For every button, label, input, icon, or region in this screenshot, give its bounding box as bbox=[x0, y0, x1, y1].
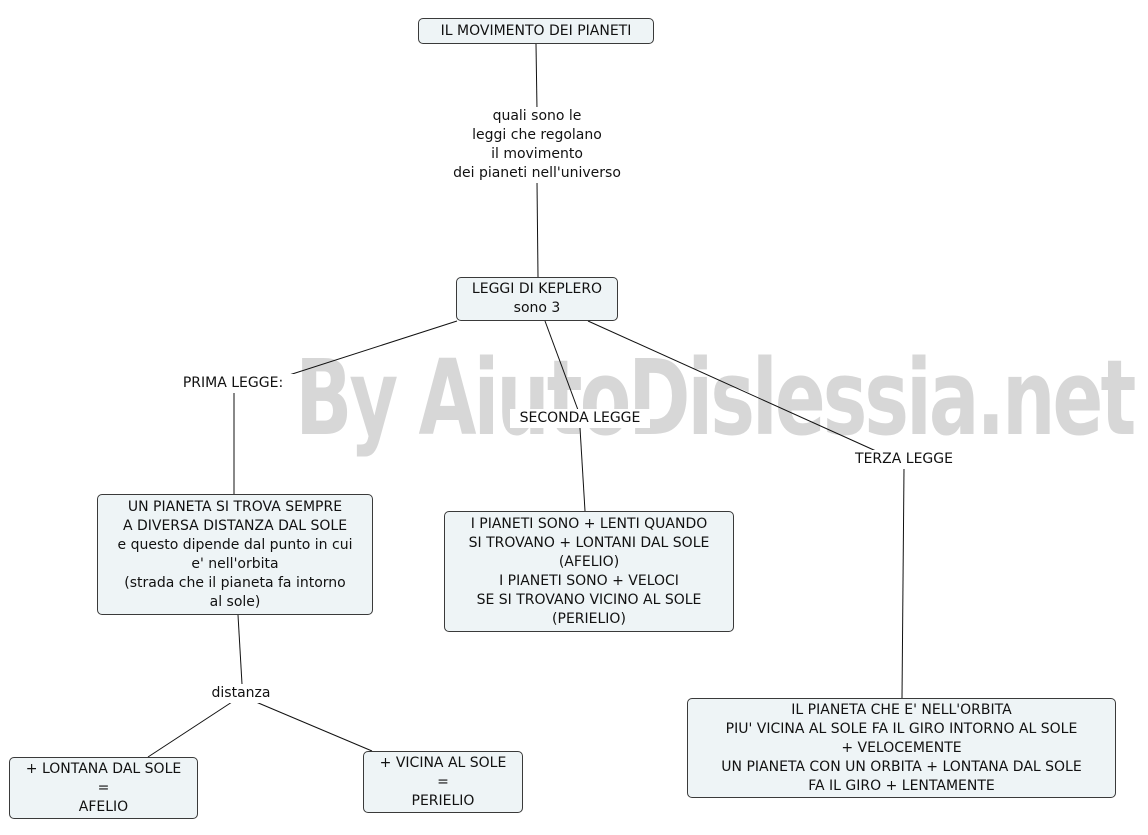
connector-keplero-prima bbox=[285, 320, 458, 377]
link-label-terza-legge: TERZA LEGGE bbox=[846, 450, 962, 469]
connector-question-keplero bbox=[536, 181, 539, 278]
connector-keplero-terza bbox=[587, 320, 877, 452]
connector-prima-distanza bbox=[237, 614, 243, 685]
node-leggi-keplero[interactable]: LEGGI DI KEPLERO sono 3 bbox=[456, 277, 618, 321]
node-root[interactable]: IL MOVIMENTO DEI PIANETI bbox=[418, 18, 654, 44]
connector-distanza-vicina bbox=[255, 701, 373, 752]
link-label-distanza: distanza bbox=[205, 684, 277, 703]
node-prima-legge-text[interactable]: UN PIANETA SI TROVA SEMPRE A DIVERSA DIS… bbox=[97, 494, 373, 615]
link-label-seconda-legge: SECONDA LEGGE bbox=[510, 409, 650, 428]
node-terza-legge-text[interactable]: IL PIANETA CHE E' NELL'ORBITA PIU' VICIN… bbox=[687, 698, 1116, 798]
node-vicina-perielio[interactable]: + VICINA AL SOLE = PERIELIO bbox=[363, 751, 523, 813]
connector-terza-node bbox=[901, 467, 905, 699]
connector-keplero-seconda bbox=[544, 320, 579, 411]
connector-seconda-node bbox=[579, 427, 586, 512]
link-label-question: quali sono le leggi che regolano il movi… bbox=[440, 107, 634, 183]
node-lontana-afelio[interactable]: + LONTANA DAL SOLE = AFELIO bbox=[9, 757, 198, 819]
link-label-prima-legge: PRIMA LEGGE: bbox=[172, 374, 294, 393]
connector-distanza-lontana bbox=[147, 701, 233, 758]
connector-root-question bbox=[535, 43, 538, 111]
node-seconda-legge-text[interactable]: I PIANETI SONO + LENTI QUANDO SI TROVANO… bbox=[444, 511, 734, 632]
